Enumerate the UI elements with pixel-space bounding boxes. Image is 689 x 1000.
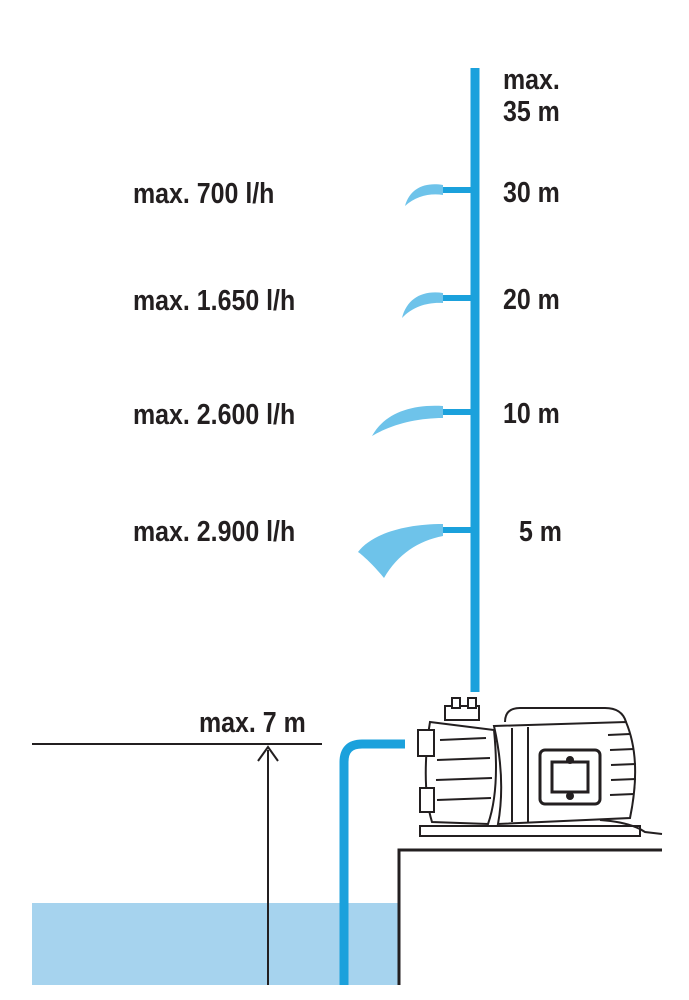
max-head-label-line1: max. (503, 64, 560, 96)
water-spray-icon (358, 184, 443, 578)
max-head-label-line2: 35 m (503, 96, 560, 128)
flow-label-10: max. 2.600 l/h (133, 399, 296, 431)
height-label-30: 30 m (503, 177, 560, 209)
water-reservoir (32, 903, 400, 985)
garden-pump-icon (417, 697, 663, 837)
height-label-10: 10 m (503, 398, 560, 430)
ground-platform (397, 848, 662, 985)
flow-label-5: max. 2.900 l/h (133, 516, 296, 548)
flow-label-30: max. 700 l/h (133, 178, 275, 210)
measurement-arrow-icon (257, 745, 279, 985)
height-label-20: 20 m (503, 284, 560, 316)
flow-label-20: max. 1.650 l/h (133, 285, 296, 317)
suction-depth-label: max. 7 m (199, 707, 306, 739)
height-label-5: 5 m (519, 516, 562, 548)
suction-pipe (339, 739, 405, 985)
